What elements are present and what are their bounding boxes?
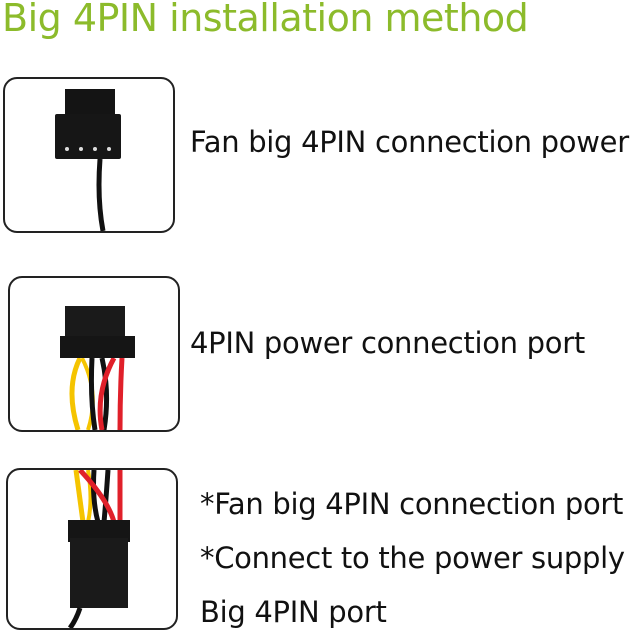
step3-note-2: *Connect to the power supply: [200, 541, 625, 575]
step3-note-3: Big 4PIN port: [200, 595, 387, 629]
step2-caption: 4PIN power connection port: [190, 326, 585, 360]
fan-connector-image: [3, 77, 175, 233]
step1-caption: Fan big 4PIN connection power: [190, 125, 629, 159]
joined-connectors-image: [6, 468, 178, 630]
page-title: Big 4PIN installation method: [2, 0, 529, 40]
power-port-image: [8, 276, 180, 432]
step3-note-1: *Fan big 4PIN connection port: [200, 487, 624, 521]
